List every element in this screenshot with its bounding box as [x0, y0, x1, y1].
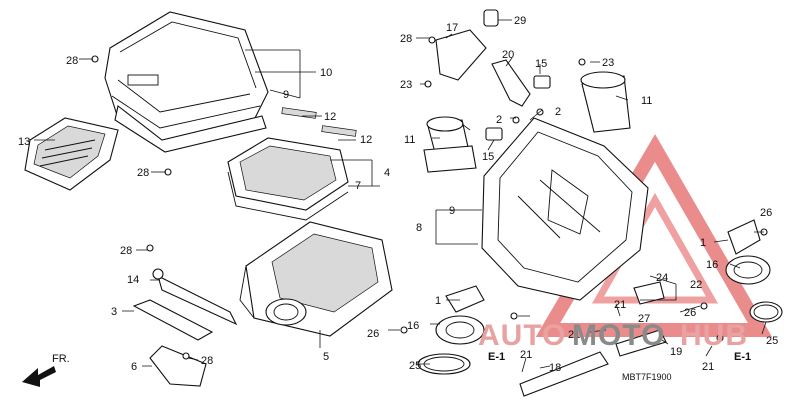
- callout: 21: [568, 329, 580, 341]
- callout: 24: [656, 272, 668, 284]
- callout: 9: [283, 89, 289, 101]
- callout: 16: [706, 259, 718, 271]
- seal-strips: [281, 107, 357, 137]
- callout: 25: [766, 335, 778, 347]
- svg-text:HUB: HUB: [680, 319, 748, 352]
- callout: 18: [549, 362, 561, 374]
- callout: 29: [514, 15, 526, 27]
- callout: 14: [127, 274, 139, 286]
- watermark-text: AUTO MOTO HUB: [478, 319, 748, 352]
- callout: 25: [409, 360, 421, 372]
- callout: 26: [684, 307, 696, 319]
- callout: 28: [137, 167, 149, 179]
- callout: 21: [520, 349, 532, 361]
- ref-label: E-1: [734, 351, 751, 363]
- air-cleaner-cover: [104, 11, 269, 153]
- callout: 27: [638, 313, 650, 325]
- callout: 7: [355, 180, 361, 192]
- callout: 15: [535, 58, 547, 70]
- callout: 28: [400, 33, 412, 45]
- callout: 3: [111, 306, 117, 318]
- air-cleaner-case: [239, 221, 393, 337]
- callout: 11: [641, 95, 652, 107]
- callout: 17: [446, 22, 458, 34]
- callout: 8: [416, 222, 422, 234]
- drawing-code: MBT7F1900: [622, 372, 672, 382]
- callout: 21: [702, 361, 714, 373]
- callout: 5: [323, 351, 329, 363]
- svg-text:AUTO: AUTO: [478, 319, 566, 352]
- callout: 21: [614, 299, 626, 311]
- callout-numbers: 28 10 9 13 12 12 28 4 7 28 14 3 6 28 5 2…: [18, 15, 778, 374]
- front-label: FR.: [52, 353, 70, 365]
- callout: 28: [66, 55, 78, 67]
- lower-right-parts: [400, 219, 783, 397]
- callout: 23: [602, 57, 614, 69]
- callout: 1: [435, 295, 441, 307]
- callout: 6: [131, 361, 137, 373]
- callout: 26: [760, 207, 772, 219]
- callout: 1: [700, 237, 706, 249]
- callout: 26: [367, 328, 379, 340]
- callout: 19: [670, 346, 682, 358]
- callout: 2: [496, 114, 502, 126]
- front-arrow-icon: [22, 366, 56, 387]
- air-cleaner-element: [227, 137, 349, 221]
- callout: 4: [384, 167, 390, 179]
- callout: 23: [400, 79, 412, 91]
- callout: 28: [201, 355, 213, 367]
- callout: 15: [482, 151, 494, 163]
- leader-lines: [34, 19, 767, 373]
- callout: 22: [690, 279, 702, 291]
- callout: 13: [18, 136, 30, 148]
- ref-label: E-1: [488, 351, 505, 363]
- callout: 20: [502, 49, 514, 61]
- callout: 2: [555, 106, 561, 118]
- callout: 12: [324, 111, 336, 123]
- callout: 12: [360, 134, 372, 146]
- upper-small-parts: [424, 9, 586, 141]
- callout: 28: [120, 245, 132, 257]
- svg-text:MOTO: MOTO: [572, 319, 665, 352]
- callout: 9: [449, 205, 455, 217]
- callout: 10: [320, 67, 332, 79]
- air-intake-duct: [24, 117, 119, 191]
- funnels: [423, 71, 631, 173]
- air-cleaner-housing: [481, 117, 649, 301]
- callout: 11: [404, 134, 415, 146]
- bolts-left: [91, 55, 190, 360]
- callout: 16: [407, 320, 419, 332]
- holder-stay: [132, 268, 238, 387]
